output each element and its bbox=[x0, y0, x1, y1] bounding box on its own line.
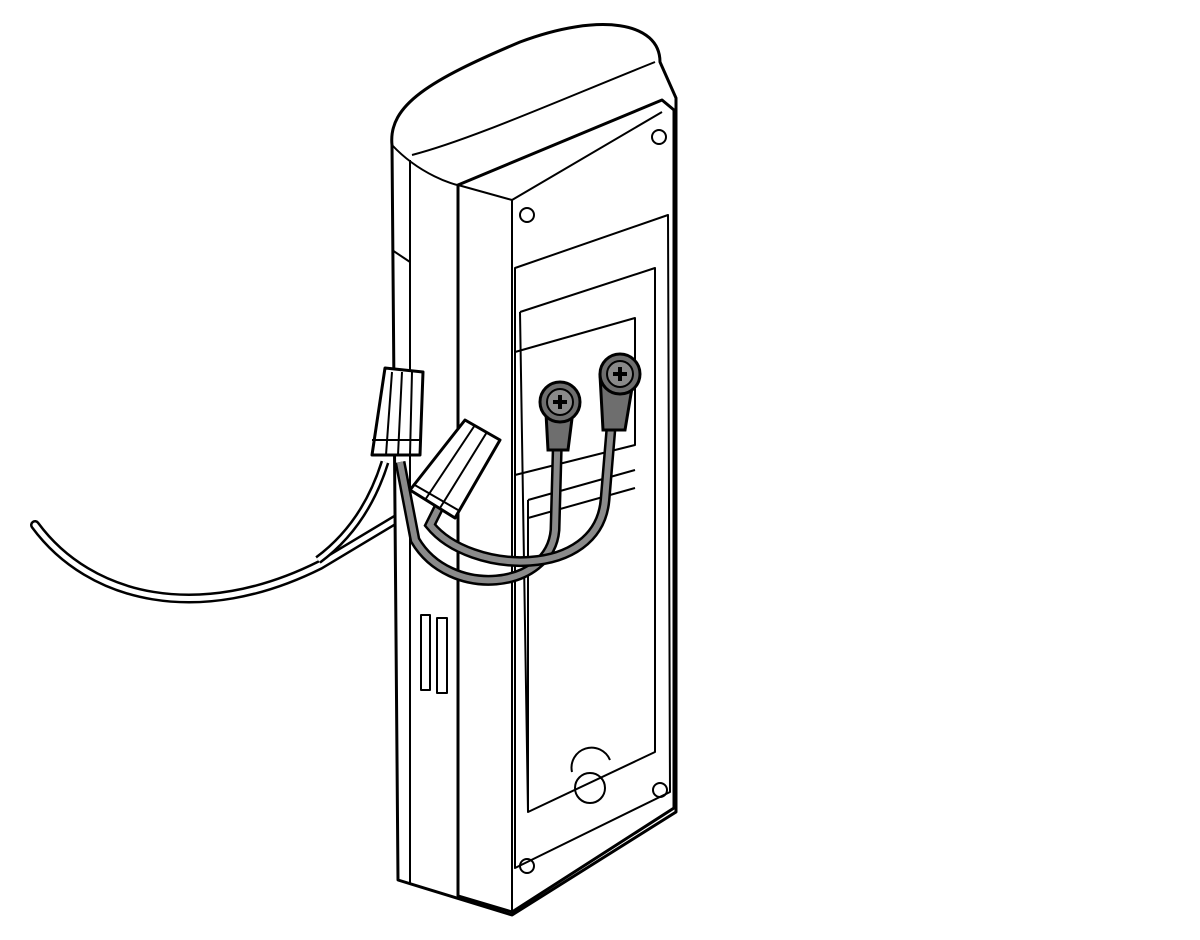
vent-slots bbox=[420, 614, 448, 694]
screw-terminal-right bbox=[598, 352, 642, 432]
inner-panel bbox=[514, 214, 671, 869]
wires bbox=[394, 391, 620, 586]
wire-nut-left bbox=[370, 366, 425, 457]
cable bbox=[30, 460, 425, 604]
mounting-holes bbox=[519, 129, 668, 874]
wire-nut-right bbox=[408, 418, 502, 520]
device-body bbox=[390, 23, 678, 917]
screw-terminal-left bbox=[538, 380, 582, 452]
back-plate bbox=[456, 98, 676, 914]
